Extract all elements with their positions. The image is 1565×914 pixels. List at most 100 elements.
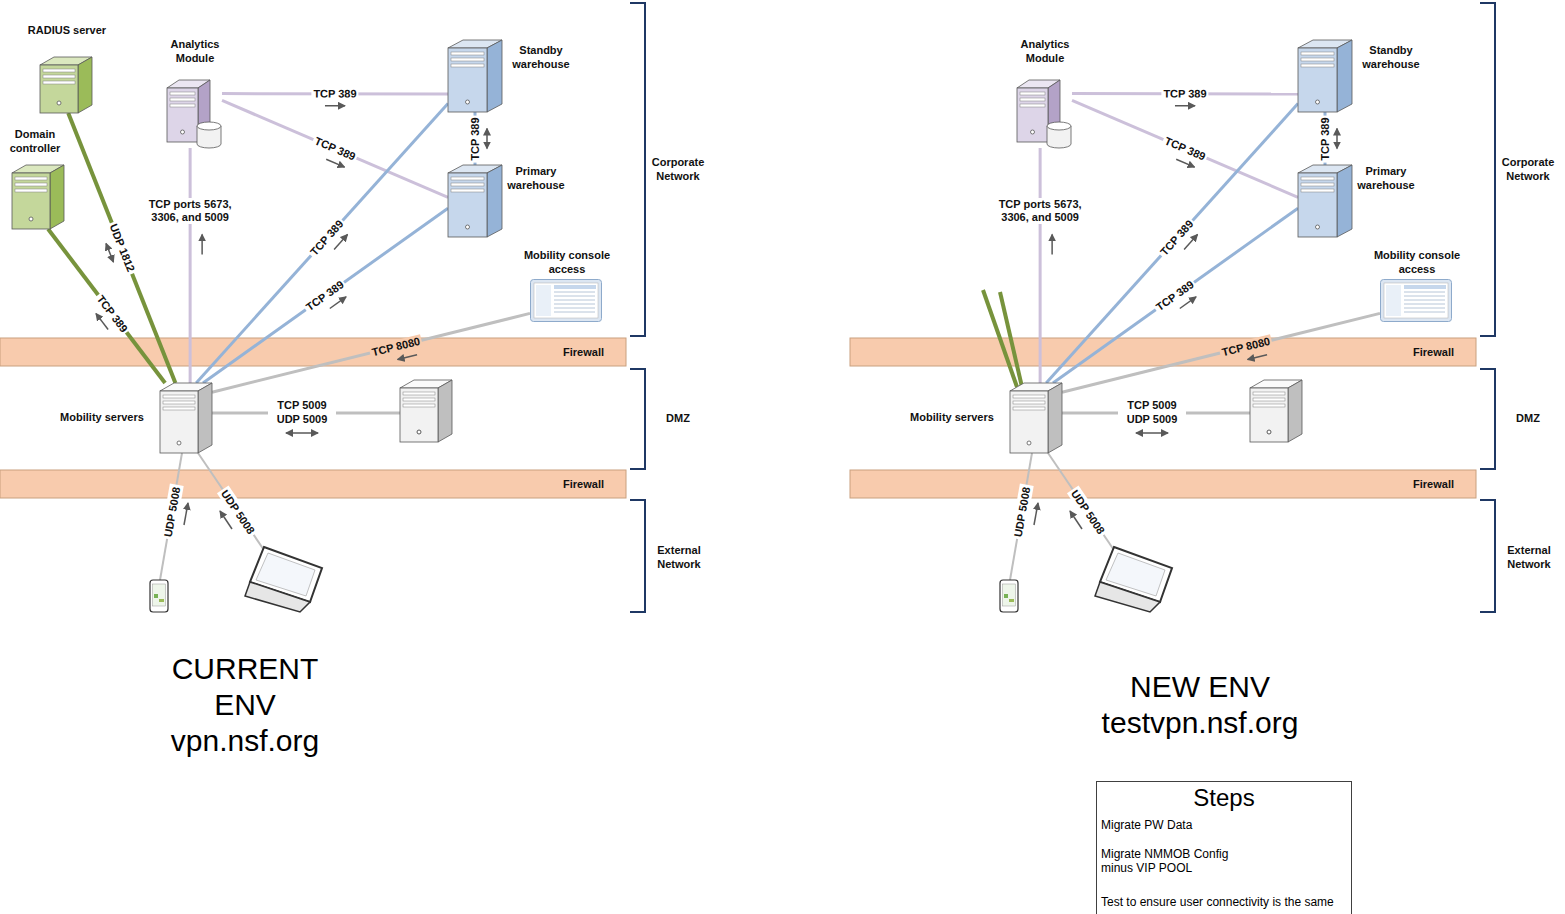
connector-line <box>1039 148 1042 383</box>
edge-label: TCP 389 <box>306 216 347 260</box>
firewall-band: Firewall <box>0 470 626 498</box>
server-node: Analytics Module <box>167 80 222 148</box>
firewall-band: Firewall <box>850 338 1476 366</box>
node-label: Mobility console access <box>1362 248 1472 276</box>
firewall-fill <box>0 338 626 366</box>
node-label: Analytics Module <box>1010 37 1080 65</box>
connector-line <box>222 100 448 197</box>
server-icon <box>448 165 502 237</box>
flow-arrow <box>106 244 113 263</box>
server-icon <box>167 80 222 148</box>
edge-label: TCP 8080 <box>1219 334 1274 359</box>
edge-label: TCP 389 <box>311 87 358 100</box>
node-label: Mobility console access <box>512 248 622 276</box>
zone-bracket <box>630 369 645 469</box>
connector-line <box>212 313 530 392</box>
flow-arrow <box>398 355 417 360</box>
flow-arrow <box>1051 234 1053 254</box>
flow-arrow <box>286 432 318 434</box>
connector-line <box>48 229 165 383</box>
free-label: Corporate Network <box>1492 155 1564 183</box>
band-label: Firewall <box>563 346 604 358</box>
server-icon <box>1298 40 1352 112</box>
connector-line <box>189 148 192 383</box>
connector-line <box>1062 313 1380 392</box>
node-label: Analytics Module <box>160 37 230 65</box>
firewall-band: Firewall <box>0 338 626 366</box>
firewall-fill <box>0 470 626 498</box>
server-node: Standby warehouse <box>448 40 502 112</box>
connector <box>190 148 202 383</box>
client-link <box>198 453 268 556</box>
free-label: UDP 5008 <box>1010 484 1033 540</box>
steps-item: Migrate NMMOB Config minus VIP POOL <box>1101 847 1236 875</box>
dmz-server-icon <box>400 380 452 442</box>
steps-heading: Steps <box>1101 784 1347 812</box>
edge-label: TCP ports 5673, 3306, and 5009 <box>142 198 238 224</box>
firewall-band: Firewall <box>850 470 1476 498</box>
flow-arrow <box>326 159 344 167</box>
connector <box>68 113 175 383</box>
server-node: Standby warehouse <box>1298 40 1352 112</box>
node-label: Domain controller <box>0 127 70 155</box>
node-label: Mobility servers <box>910 410 994 424</box>
node-label: Mobility servers <box>60 410 144 424</box>
edge-label: TCP 389 <box>469 115 482 162</box>
band-label: Firewall <box>1413 478 1454 490</box>
zone-bracket <box>630 3 645 336</box>
server-icon <box>448 40 502 112</box>
connector <box>222 100 448 197</box>
flow-arrow <box>201 234 203 254</box>
node-label: Primary warehouse <box>1346 164 1426 192</box>
free-label: External Network <box>643 543 715 571</box>
connector <box>1053 208 1298 383</box>
edge-label: TCP 389 <box>1152 277 1198 315</box>
server-node: Analytics Module <box>1017 80 1072 148</box>
edge-label: TCP 389 <box>1156 216 1197 260</box>
node-label: Standby warehouse <box>1351 43 1431 71</box>
steps-item: Test to ensure user connectivity is the … <box>1101 895 1334 909</box>
console-icon <box>530 279 602 322</box>
free-label: Corporate Network <box>642 155 714 183</box>
console-node: Mobility console access <box>1380 279 1452 322</box>
flow-arrow <box>1176 159 1194 167</box>
edge-label: TCP 389 <box>311 134 360 165</box>
edge-label: TCP 8080 <box>369 334 424 359</box>
edge-label: TCP 389 <box>1161 134 1210 165</box>
connector-line <box>196 104 448 383</box>
connector <box>1040 148 1052 383</box>
free-label: External Network <box>1493 543 1565 571</box>
connector-line <box>1053 208 1298 383</box>
server-icon <box>1010 383 1062 453</box>
steps-item: Migrate PW Data <box>1101 818 1192 832</box>
zone-bracket <box>630 500 645 612</box>
server-icon <box>1017 80 1072 148</box>
band-label: Firewall <box>563 478 604 490</box>
flow-arrow <box>1175 105 1195 107</box>
connector-line <box>1046 104 1298 383</box>
node-label: Primary warehouse <box>496 164 576 192</box>
free-label: TCP 5009 UDP 5009 <box>1118 398 1186 426</box>
free-label: UDP 5008 <box>160 484 183 540</box>
server-node: Primary warehouse <box>448 165 502 237</box>
environment-art <box>0 3 645 612</box>
flow-arrow <box>1336 129 1338 149</box>
server-node: Mobility servers <box>160 383 212 453</box>
server-node: Primary warehouse <box>1298 165 1352 237</box>
flow-arrow <box>486 129 488 149</box>
edge-label: TCP 389 <box>93 291 132 336</box>
server-node: RADIUS server <box>40 57 92 113</box>
server-icon <box>40 57 92 113</box>
edge-label: TCP 389 <box>1161 87 1208 100</box>
free-label: UDP 5008 <box>217 485 259 538</box>
console-icon <box>1380 279 1452 322</box>
free-label: DMZ <box>666 411 690 425</box>
node-label: Standby warehouse <box>501 43 581 71</box>
flow-arrow <box>184 503 188 525</box>
connector <box>196 104 448 383</box>
node-label: RADIUS server <box>28 23 106 37</box>
laptop-icon <box>245 547 322 612</box>
environment-art <box>850 3 1495 612</box>
environment-title: CURRENT ENV vpn.nsf.org <box>156 651 334 759</box>
connector <box>1062 313 1380 392</box>
